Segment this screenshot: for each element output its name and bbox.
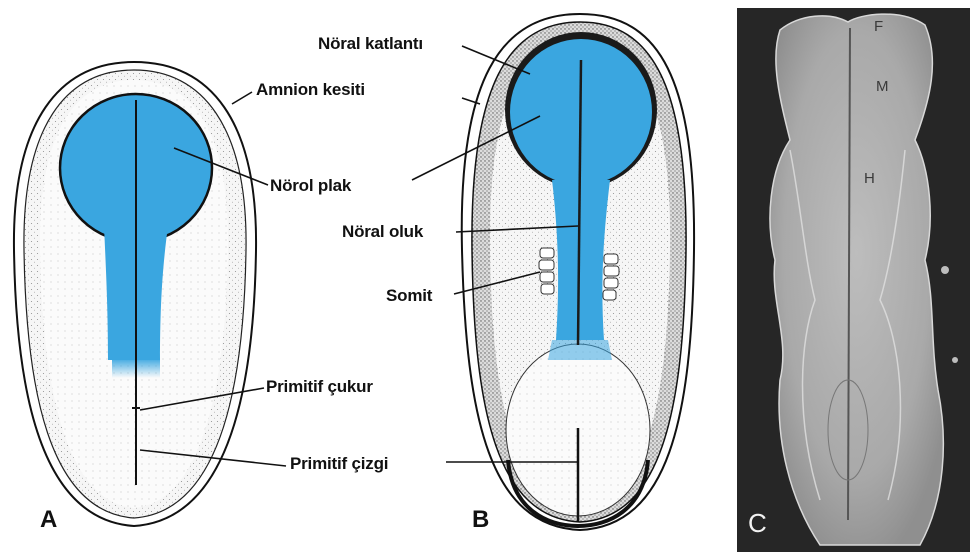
label-primitif-cizgi: Primitif çizgi [290,454,388,474]
label-somit: Somit [386,286,432,306]
panel-b-drawing [462,14,694,530]
label-amnion-kesiti: Amnion kesiti [256,80,365,100]
panel-letter-b: B [472,506,489,534]
panel-a-drawing [14,62,256,526]
label-noral-katlanti: Nöral katlantı [318,34,423,54]
leader-amnion-kesiti-a [232,92,252,104]
micro-label-f: F [874,18,883,35]
micro-label-m: M [876,78,889,95]
micro-label-h: H [864,170,875,187]
panel-c-micrograph [737,8,970,552]
panel-letter-a: A [40,506,57,534]
label-primitif-cukur: Primitif çukur [266,377,373,397]
neural-plate-body-b [552,180,610,340]
label-noral-oluk: Nöral oluk [342,222,423,242]
label-norol-plak: Nörol plak [270,176,351,196]
panel-letter-c: C [748,508,767,539]
